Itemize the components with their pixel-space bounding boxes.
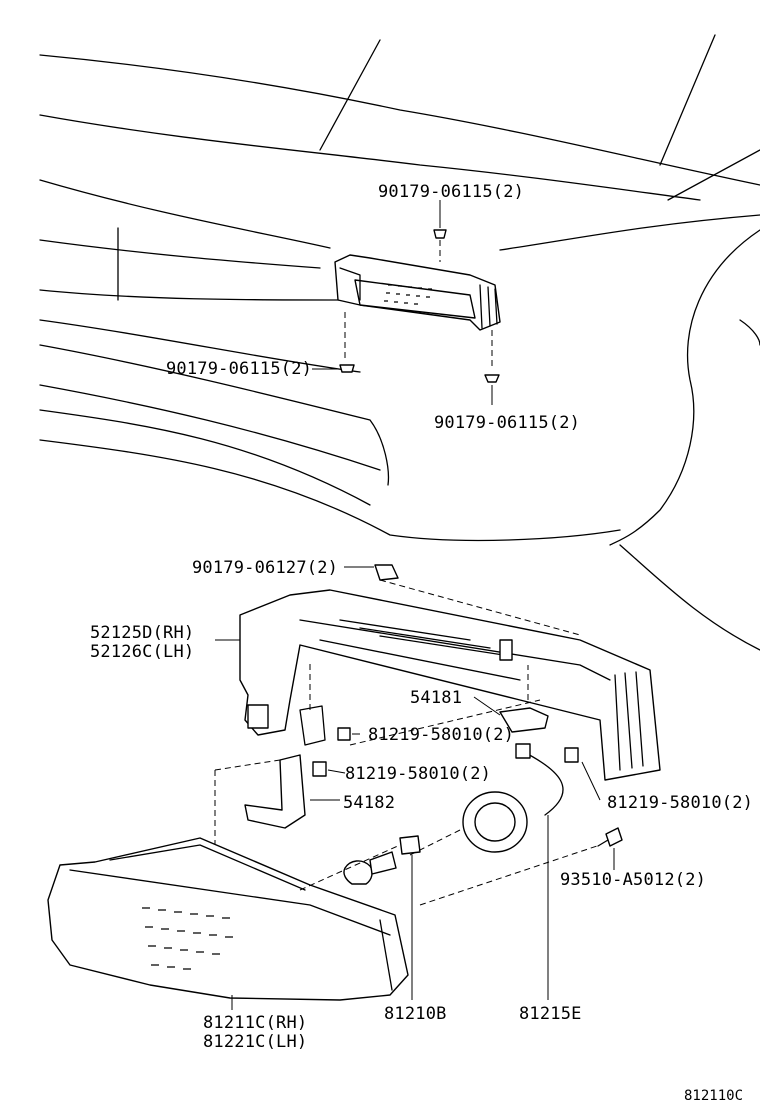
label-stay-54182: 54182: [343, 793, 395, 813]
label-socket: 81215E: [519, 1004, 582, 1024]
stay-54182: [244, 705, 326, 829]
bulb-81210b: [343, 835, 421, 885]
assembly-dash-lines: [214, 579, 601, 906]
label-top-nut: 90179-06127(2): [192, 558, 338, 578]
label-lamp-rh: 81211C(RH): [203, 1013, 307, 1033]
leader-lines: [215, 200, 615, 1010]
label-bracket-lh: 52126C(LH): [90, 642, 194, 662]
socket-81215e: [462, 743, 564, 853]
upper-lamp-assembly: [334, 254, 501, 331]
stay-54181: [499, 707, 549, 733]
vehicle-body: [39, 34, 760, 651]
label-lower-clip: 90179-06115(2): [434, 413, 580, 433]
label-screw-93510: 93510-A5012(2): [560, 870, 706, 890]
label-screw-2: 81219-58010(2): [345, 764, 491, 784]
label-screw-1: 81219-58010(2): [368, 725, 514, 745]
label-stay-54181: 54181: [410, 688, 462, 708]
label-bracket-rh: 52125D(RH): [90, 623, 194, 643]
bracket-52125: [239, 589, 661, 781]
label-screw-3: 81219-58010(2): [607, 793, 753, 813]
label-lamp-lh: 81221C(LH): [203, 1032, 307, 1052]
label-bulb: 81210B: [384, 1004, 447, 1024]
label-left-clip: 90179-06115(2): [166, 359, 312, 379]
label-upper-clip: 90179-06115(2): [378, 182, 524, 202]
screw-icons: [312, 564, 623, 847]
main-lamp-81211c: [47, 837, 409, 1001]
clip-icons: [339, 229, 500, 383]
drawing-number: 812110C: [684, 1088, 743, 1104]
